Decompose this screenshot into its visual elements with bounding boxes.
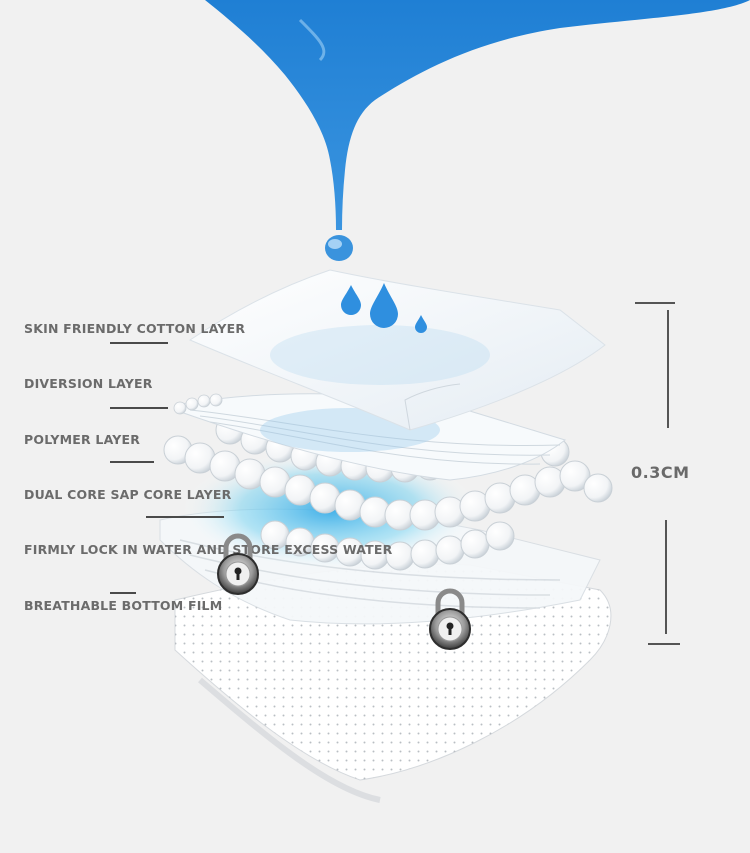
- leader-line: [110, 461, 154, 463]
- dimension-line-upper: [667, 310, 669, 428]
- cotton-layer: [188, 269, 606, 431]
- water-splash-icon: [205, 0, 750, 261]
- dimension-line-lower: [665, 520, 667, 634]
- label-diversion-layer: DIVERSION LAYER: [24, 376, 153, 391]
- padlock-icon: [217, 533, 259, 595]
- diversion-layer: [173, 393, 567, 481]
- leader-line: [110, 342, 168, 344]
- thickness-value: 0.3CM: [631, 463, 690, 482]
- label-polymer-layer: POLYMER LAYER: [24, 432, 141, 447]
- padlock-icon: [429, 588, 471, 650]
- label-skin-friendly-cotton-layer: SKIN FRIENDLY COTTON LAYER: [24, 321, 246, 336]
- dimension-top-cap: [635, 302, 675, 304]
- leader-line: [146, 516, 224, 518]
- label-breathable-bottom-film: BREATHABLE BOTTOM FILM: [24, 598, 223, 613]
- water-drops-icon: [341, 283, 427, 333]
- leader-line: [110, 592, 136, 594]
- dimension-bottom-cap: [648, 643, 680, 645]
- label-lock-in-water: FIRMLY LOCK IN WATER AND STORE EXCESS WA…: [24, 542, 393, 557]
- label-dual-core-sap-layer: DUAL CORE SAP CORE LAYER: [24, 487, 232, 502]
- leader-line: [110, 407, 168, 409]
